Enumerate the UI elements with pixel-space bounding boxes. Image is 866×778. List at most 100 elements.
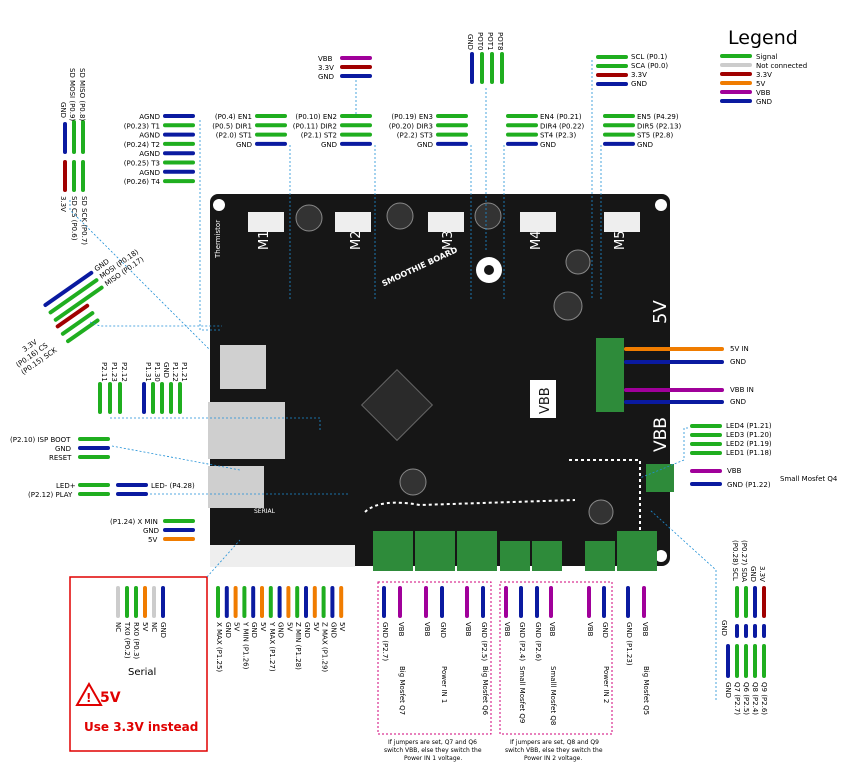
rb-q9: Q9 (P2.6) xyxy=(760,682,768,715)
ethernet-jack xyxy=(208,402,285,459)
endstop-wire xyxy=(312,586,317,618)
q4-title: Small Mosfet Q4 xyxy=(780,475,838,483)
sd-mosi: SD MOSI (P0.9) xyxy=(68,68,76,121)
motor-pin-wire xyxy=(603,141,635,146)
note-right-3: Power IN 2 voltage. xyxy=(524,755,582,762)
motor-pin-wire xyxy=(603,114,635,118)
led3: LED3 (P1.20) xyxy=(726,431,772,439)
thermistor-pin-label: (P0.24) T2 xyxy=(124,141,160,149)
i2c-scl: SCL (P0.1) xyxy=(631,53,668,61)
isp-boot: (P2.10) ISP BOOT xyxy=(10,436,71,444)
endstop-pin-label: 5V xyxy=(233,622,241,631)
side-pin-wire xyxy=(160,382,164,414)
endstop-pin-label: GND xyxy=(303,622,311,638)
motor-pin-wire xyxy=(436,114,468,118)
motor-pin-label: (P2.0) ST1 xyxy=(216,132,252,140)
output-pin-label: VBB xyxy=(503,622,511,637)
motor-pin-wire xyxy=(340,123,372,128)
spi-header: GND MOSI (P0.18) MISO (P0.17) 3.3V (P0.1… xyxy=(15,248,222,377)
legend-item-label: 3.3V xyxy=(756,71,772,79)
motor-connectors xyxy=(248,212,640,232)
serial-5v: 5V xyxy=(141,622,149,631)
board-vbb-label: VBB xyxy=(651,417,671,452)
output-pin-label: GND (P2.6) xyxy=(534,622,542,661)
motor-pin-label: DIR5 (P2.13) xyxy=(637,122,682,130)
endstop-wire xyxy=(216,586,220,618)
mosfet-q4: VBB GND (P1.22) Small Mosfet Q4 xyxy=(690,467,838,489)
motor-pin-label: DIR4 (P0.22) xyxy=(540,122,585,130)
power-vbb-in: VBB IN xyxy=(730,386,754,394)
svg-text:!: ! xyxy=(86,691,91,705)
thermistor-pin-wire xyxy=(163,160,195,165)
legend-item-label: Not connected xyxy=(756,62,807,70)
pot-pot8: POT8 xyxy=(496,32,504,50)
output-wire xyxy=(424,586,428,618)
motor-pin-wire xyxy=(340,114,372,118)
motor-pin-wire xyxy=(506,114,538,118)
serial-box: NC TX0 (P0.2) RX0 (P0.3) 5V NC GND Seria… xyxy=(69,539,241,752)
thermistor-pin-label: AGND xyxy=(139,132,160,140)
legend-swatch xyxy=(720,72,752,76)
q4-vbb: VBB xyxy=(727,467,742,475)
endstop-pin-label: GND xyxy=(224,622,232,638)
side-pin-wire xyxy=(98,382,102,414)
isp-reset: RESET xyxy=(49,454,72,462)
thermistor-pin-label: AGND xyxy=(139,169,160,177)
i2c-header: SCL (P0.1) SCA (P0.0) 3.3V GND xyxy=(591,53,668,300)
output-pin-label: VBB xyxy=(641,622,649,637)
endstop-pin-label: GND xyxy=(250,622,258,638)
xmin-5v: 5V xyxy=(148,536,157,544)
side-pin-wire xyxy=(142,382,146,414)
power-5v-in: 5V IN xyxy=(730,345,749,353)
motor-pin-wire xyxy=(436,132,468,137)
motor-pin-label: EN4 (P0.21) xyxy=(540,113,582,121)
legend-swatch xyxy=(720,81,752,85)
xmin-signal: (P1.24) X MIN xyxy=(110,518,158,526)
output-wire xyxy=(398,586,402,618)
output-pin-label: VBB xyxy=(464,622,472,637)
output-pin-label: VBB xyxy=(423,622,431,637)
output-pin-label: VBB xyxy=(397,622,405,637)
q4-terminal xyxy=(646,464,674,492)
rb-sda: (P0.27) SDA xyxy=(740,540,748,582)
motor-pin-label: (P2.1) ST2 xyxy=(301,132,337,140)
endstop-wire xyxy=(260,586,264,618)
legend-swatch xyxy=(720,63,752,67)
side-pin-wire xyxy=(169,382,173,414)
side-pin-label: P2.11 xyxy=(100,362,108,382)
capacitors xyxy=(295,202,614,525)
board-vbb-small-label: VBB xyxy=(538,387,553,414)
side-pin-label: P1.23 xyxy=(110,362,118,382)
motor-pin-wire xyxy=(603,123,635,128)
legend-item-label: Signal xyxy=(756,53,778,61)
pot-pot0: POT0 xyxy=(476,32,484,50)
motor-label-m2: M2 xyxy=(349,231,364,251)
motor-pin-wire xyxy=(255,132,287,137)
serial-tx0: TX0 (P0.2) xyxy=(123,621,131,659)
note-right-2: switch VBB, else they switch the xyxy=(505,747,603,754)
motor-pin-label: ST5 (P2.8) xyxy=(637,132,673,140)
output-title: Big Mosfet Q6 xyxy=(481,666,489,716)
note-left-2: switch VBB, else they switch the xyxy=(384,747,482,754)
rb-q8: Q8 (P2.4) xyxy=(751,682,759,715)
motor-pin-wire xyxy=(255,123,287,128)
sd-gnd: GND xyxy=(59,102,67,118)
thermistor-pin-wire xyxy=(163,151,195,156)
endstop-pin-label: GND xyxy=(329,622,337,638)
sd-miso: SD MISO (P0.8) xyxy=(78,68,86,121)
motor-pin-label: GND xyxy=(236,141,252,149)
i2c-sca: SCA (P0.0) xyxy=(631,62,668,70)
side-pin-wire xyxy=(151,382,155,414)
serial-title: Serial xyxy=(128,667,156,678)
output-title: Power IN 1 xyxy=(440,666,448,703)
xmin-header: (P1.24) X MIN GND 5V xyxy=(110,518,195,544)
motor-pin-label: ST4 (P2.3) xyxy=(540,132,576,140)
sd-header: SD MISO (P0.8) SD MOSI (P0.9) GND SD SCK… xyxy=(59,68,211,351)
rb-gnd2: GND xyxy=(720,620,728,636)
thermistor-pin-wire xyxy=(163,114,195,118)
sd-33v: 3.3V xyxy=(59,196,67,212)
output-wire xyxy=(440,586,444,618)
thermistor-pin-wire xyxy=(163,141,195,146)
note-left-3: Power IN 1 voltage. xyxy=(404,755,462,762)
